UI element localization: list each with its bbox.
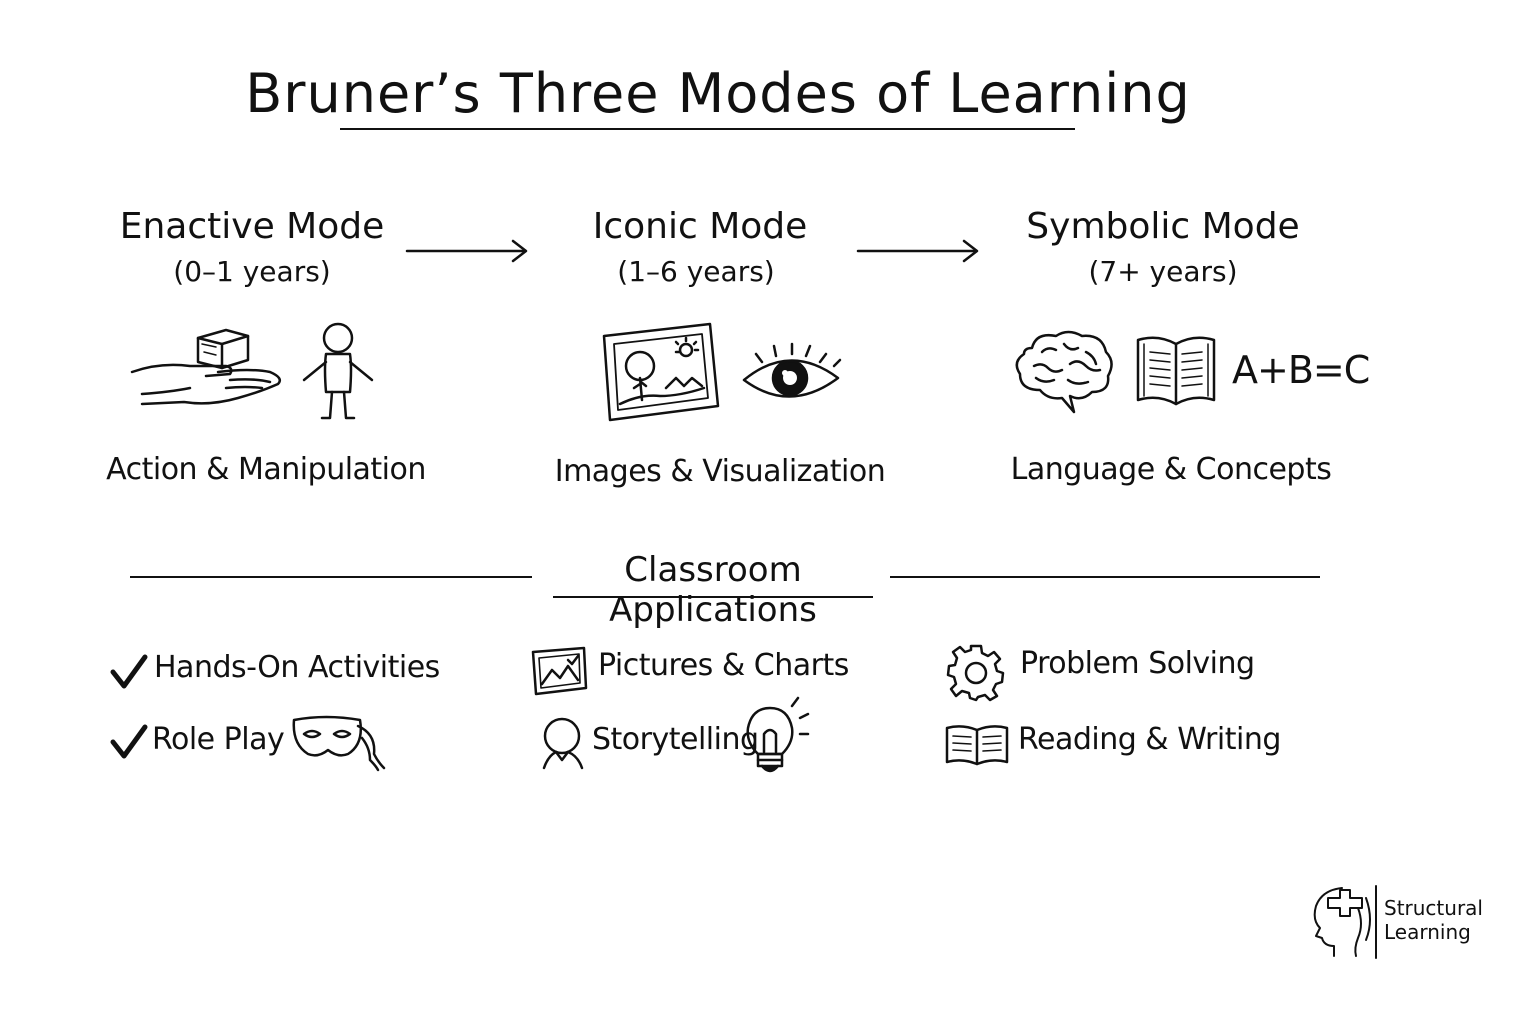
lightbulb-icon xyxy=(744,696,810,780)
brain-icon xyxy=(1012,328,1116,416)
page-title: Bruner’s Three Modes of Learning xyxy=(245,62,1191,125)
enactive-mode-title: Enactive Mode xyxy=(119,206,385,247)
enactive-mode-age: (0–1 years) xyxy=(173,255,331,288)
eye-icon xyxy=(740,340,844,410)
enactive-mode-description: Action & Manipulation xyxy=(106,452,426,487)
gear-icon xyxy=(946,642,1006,702)
checkmark-icon xyxy=(110,654,148,690)
theater-mask-icon xyxy=(290,714,390,772)
open-book-icon xyxy=(944,722,1010,768)
symbolic-mode-age: (7+ years) xyxy=(1088,255,1238,288)
head-puzzle-icon xyxy=(1310,884,1380,960)
application-reading-writing: Reading & Writing xyxy=(1018,722,1281,757)
person-head-icon xyxy=(538,716,588,770)
logo-text-line2: Learning xyxy=(1384,920,1471,944)
arrow-enactive-to-iconic xyxy=(405,236,531,266)
picture-frame-icon xyxy=(600,322,722,422)
applications-heading: Classroom Applications xyxy=(609,550,817,630)
application-role-play: Role Play xyxy=(152,722,285,757)
application-pictures-charts: Pictures & Charts xyxy=(598,648,849,683)
application-problem-solving: Problem Solving xyxy=(1020,646,1255,681)
application-storytelling: Storytelling xyxy=(592,722,759,757)
iconic-mode-description: Images & Visualization xyxy=(554,454,886,489)
divider-left xyxy=(130,576,532,578)
logo-text-line1: Structural xyxy=(1384,896,1483,920)
checkmark-icon xyxy=(110,724,148,760)
iconic-mode-age: (1–6 years) xyxy=(617,255,775,288)
stick-figure-icon xyxy=(300,322,376,422)
picture-chart-icon xyxy=(530,646,588,696)
title-underline xyxy=(340,128,1075,130)
applications-heading-underline xyxy=(553,596,873,598)
formula-text: A+B=C xyxy=(1232,348,1370,392)
arrow-iconic-to-symbolic xyxy=(856,236,982,266)
symbolic-mode-description: Language & Concepts xyxy=(1010,452,1332,487)
divider-right xyxy=(890,576,1320,578)
application-hands-on-activities: Hands-On Activities xyxy=(154,650,440,685)
iconic-mode-title: Iconic Mode xyxy=(592,206,808,247)
symbolic-mode-title: Symbolic Mode xyxy=(1026,206,1300,247)
hand-with-block-icon xyxy=(130,322,286,414)
open-book-icon xyxy=(1134,334,1218,408)
